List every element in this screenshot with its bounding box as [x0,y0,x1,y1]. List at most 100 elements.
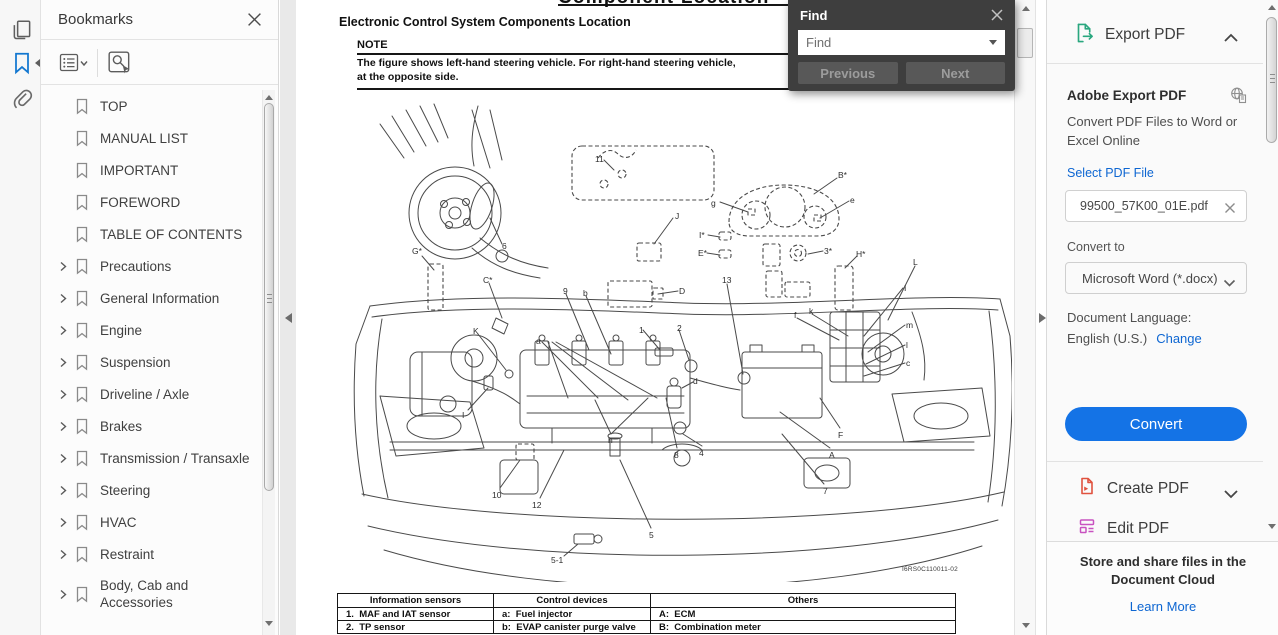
scroll-up-icon[interactable] [1022,6,1030,11]
scrollbar-grip [267,294,272,303]
bookmark-item[interactable]: General Information [41,282,262,314]
diagram-callout: E* [698,248,707,258]
select-pdf-file-link[interactable]: Select PDF File [1067,166,1154,180]
chevron-down-icon[interactable] [989,40,997,45]
bookmark-item[interactable]: Restraint [41,538,262,570]
bookmark-label: FOREWORD [100,194,181,210]
diagram-callout: 1 [639,325,644,335]
bookmarks-icon[interactable] [10,51,34,75]
bookmark-item[interactable]: MANUAL LIST [41,122,262,154]
bookmark-label: Suspension [100,354,171,370]
chevron-right-icon[interactable] [58,293,74,304]
table-cell: 2. TP sensor [337,620,494,634]
collapse-left-panel-icon[interactable] [285,313,292,323]
bookmark-item[interactable]: Driveline / Axle [41,378,262,410]
table-cell: 1. MAF and IAT sensor [337,607,494,621]
export-description: Convert PDF Files to Word or Excel Onlin… [1067,114,1238,148]
bookmark-item[interactable]: Transmission / Transaxle [41,442,262,474]
bookmark-item[interactable]: Brakes [41,410,262,442]
scrollbar-grip [1269,74,1275,83]
find-input[interactable] [798,30,1005,55]
find-buttons: Previous Next [798,62,1005,84]
bookmark-label: IMPORTANT [100,162,179,178]
document-cloud-footer: Store and share files in the Document Cl… [1047,541,1278,635]
bookmark-item[interactable]: IMPORTANT [41,154,262,186]
bookmark-icon [74,258,92,275]
note-rule [357,88,1012,90]
diagram-callout: d [693,376,698,386]
bookmarks-scrollbar[interactable] [262,90,275,635]
learn-more-link[interactable]: Learn More [1129,599,1197,614]
chevron-right-icon[interactable] [58,389,74,400]
next-button[interactable]: Next [905,62,1005,84]
bookmark-icon [74,386,92,403]
toolbar-separator [97,49,98,77]
create-pdf-item[interactable]: Create PDF [1107,480,1189,497]
diagram-callout: L [913,257,918,267]
scroll-down-icon[interactable] [1268,524,1276,529]
scroll-up-icon[interactable] [1268,5,1276,10]
figure-id: I6RS0C110011-02 [902,566,958,573]
close-icon[interactable] [990,8,1004,27]
bookmark-item[interactable]: FOREWORD [41,186,262,218]
scrollbar-thumb[interactable] [264,103,274,491]
expand-right-panel-icon[interactable] [1039,313,1046,323]
convert-button[interactable]: Convert [1065,407,1247,441]
bookmark-item[interactable]: Engine [41,314,262,346]
attachments-icon[interactable] [10,88,34,112]
chevron-right-icon[interactable] [58,325,74,336]
scroll-down-icon[interactable] [265,621,273,626]
format-dropdown[interactable]: Microsoft Word (*.docx) [1065,262,1247,294]
diagram-callout: H* [856,249,866,259]
panel-title: Bookmarks [58,11,134,28]
bookmarks-toolbar [41,41,278,85]
diagram-callout: 12 [532,500,542,510]
diagram-callout: k [809,306,814,316]
diagram-callout: I* [699,230,705,240]
chevron-right-icon[interactable] [58,453,74,464]
chevron-right-icon[interactable] [58,421,74,432]
bookmark-item[interactable]: TOP [41,90,262,122]
change-language-link[interactable]: Change [1156,331,1202,346]
remove-file-icon[interactable] [1224,201,1236,219]
bookmark-label: HVAC [100,514,137,530]
export-pdf-title[interactable]: Export PDF [1105,26,1186,43]
tools-panel: Export PDF Adobe Export PDF Convert PDF … [1046,0,1278,635]
scrollbar-thumb[interactable] [1017,28,1033,58]
bookmark-item[interactable]: Suspension [41,346,262,378]
find-dialog-title: Find [800,8,828,23]
chevron-down-icon[interactable] [1223,486,1239,504]
find-current-bookmark-icon[interactable] [107,50,133,81]
scroll-up-icon[interactable] [265,95,273,100]
document-scrollbar[interactable] [1014,0,1036,635]
bookmark-item[interactable]: Steering [41,474,262,506]
diagram-line-art [353,103,1012,582]
chevron-right-icon[interactable] [58,357,74,368]
chevron-right-icon[interactable] [58,589,74,600]
chevron-up-icon[interactable] [1223,30,1239,48]
diagram-callout: l [906,340,908,350]
edit-pdf-item[interactable]: Edit PDF [1107,520,1170,537]
chevron-right-icon[interactable] [58,549,74,560]
chevron-right-icon[interactable] [58,485,74,496]
page-thumbnails-icon[interactable] [10,18,34,42]
bookmark-item[interactable]: HVAC [41,506,262,538]
close-icon[interactable] [247,12,262,32]
previous-button[interactable]: Previous [798,62,898,84]
chevron-right-icon[interactable] [58,261,74,272]
bookmark-icon [74,290,92,307]
note-text-line2: at the opposite side. [357,71,459,83]
bookmark-item[interactable]: TABLE OF CONTENTS [41,218,262,250]
options-icon[interactable] [59,51,89,80]
scroll-down-icon[interactable] [1022,623,1030,628]
bookmark-item[interactable]: Body, Cab and Accessories [41,570,262,618]
table-cell: b: EVAP canister purge valve [493,620,651,634]
chevron-right-icon[interactable] [58,517,74,528]
chevron-down-icon [1223,275,1236,293]
note-text-line1: The figure shows left-hand steering vehi… [357,57,736,69]
scrollbar-thumb[interactable] [1266,17,1277,143]
bookmark-icon [74,546,92,563]
bookmark-label: Precautions [100,258,172,274]
bookmark-item[interactable]: Precautions [41,250,262,282]
